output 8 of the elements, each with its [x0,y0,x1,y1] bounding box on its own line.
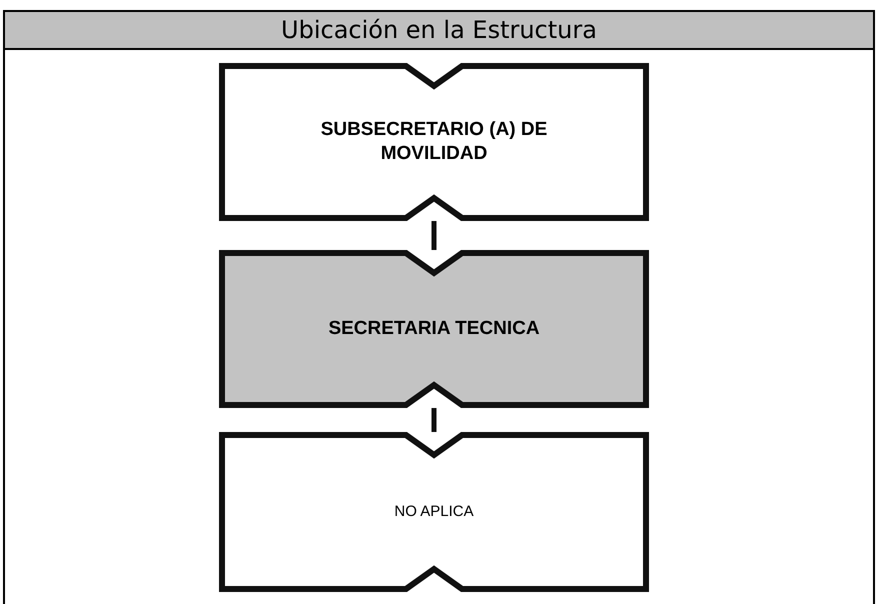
notched-box [219,63,649,221]
notched-box [219,250,649,408]
table-header-title: Ubicación en la Estructura [281,15,597,46]
box-label: NO APLICA [393,502,475,522]
connector-line [432,408,436,432]
notched-box [219,432,649,592]
box-label: SECRETARIA TECNICA [327,317,541,341]
box-label: SUBSECRETARIO (A) DE MOVILIDAD [320,118,548,166]
